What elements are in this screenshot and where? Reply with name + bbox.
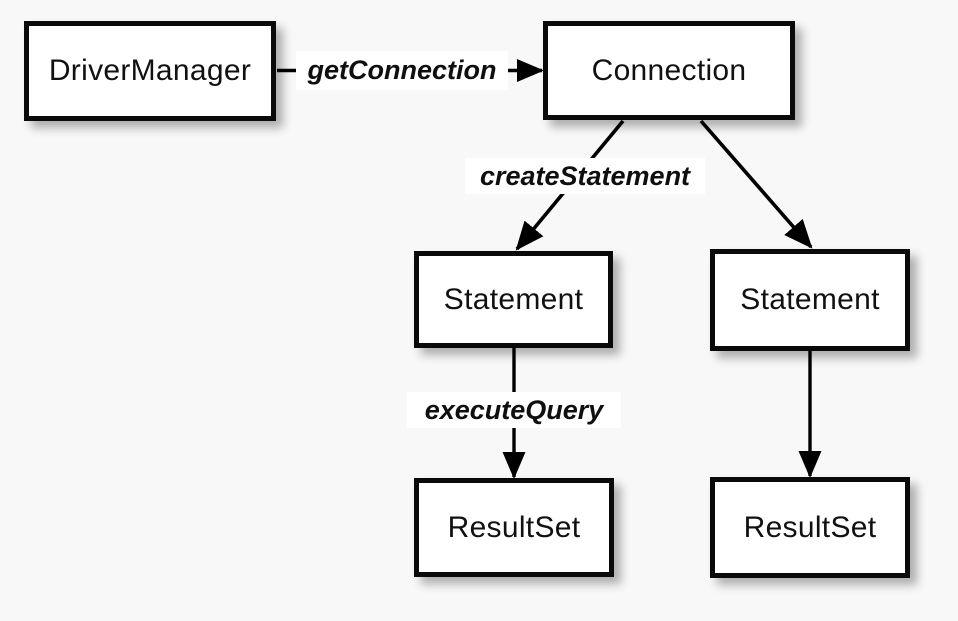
node-label-resultset-left: ResultSet	[447, 510, 581, 544]
edge-label-get-connection: getConnection	[296, 51, 508, 90]
node-driver-manager[interactable]: DriverManager	[24, 21, 276, 121]
node-label-driver-manager: DriverManager	[48, 54, 252, 87]
edge-label-create-statement: createStatement	[465, 158, 705, 194]
node-statement-right[interactable]: Statement	[710, 249, 910, 351]
node-label-resultset-right: ResultSet	[743, 510, 877, 544]
edge-label-execute-query: executeQuery	[407, 392, 621, 428]
edge-line-create-statement-2	[699, 119, 813, 249]
node-label-connection: Connection	[591, 53, 747, 87]
node-resultset-left[interactable]: ResultSet	[414, 478, 614, 577]
node-label-statement-right: Statement	[740, 283, 880, 316]
node-resultset-right[interactable]: ResultSet	[710, 477, 910, 578]
node-statement-left[interactable]: Statement	[414, 251, 613, 348]
node-label-statement-left: Statement	[443, 282, 584, 316]
node-connection[interactable]: Connection	[543, 21, 795, 120]
